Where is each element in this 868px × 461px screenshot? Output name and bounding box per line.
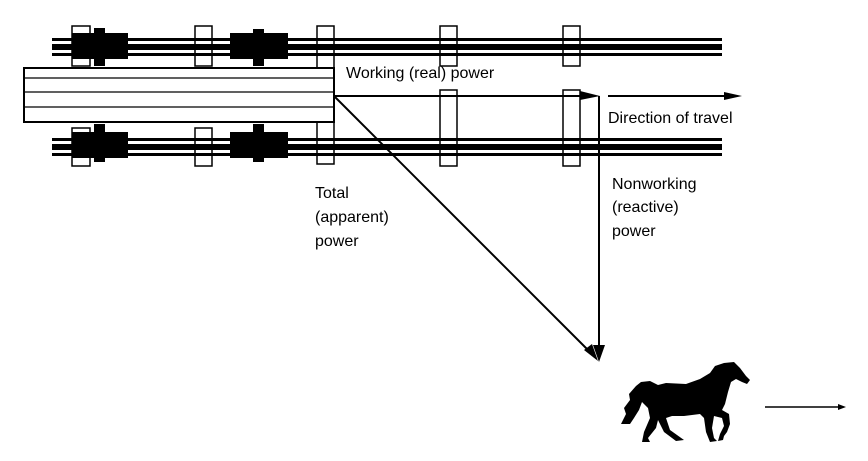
- nonworking-power-label-line3: power: [612, 223, 656, 240]
- total-power-label-line2: (apparent): [315, 209, 389, 226]
- wheel-bottom-right: [230, 124, 288, 162]
- direction-arrow: [608, 92, 742, 100]
- nonworking-power-label-line2: (reactive): [612, 199, 679, 216]
- wheel-top-left: [72, 28, 128, 66]
- horse-direction-arrow: [765, 404, 846, 410]
- working-power-vector: [334, 91, 600, 100]
- total-power-label-line1: Total: [315, 185, 349, 202]
- nonworking-power-label-line1: Nonworking: [612, 176, 696, 193]
- wheel-sets: [72, 28, 288, 162]
- direction-label: Direction of travel: [608, 110, 733, 127]
- total-power-label-line3: power: [315, 233, 359, 250]
- nonworking-power-vector: [593, 96, 605, 362]
- rail-car: [23, 67, 335, 123]
- total-power-vector: [333, 95, 598, 361]
- working-power-label: Working (real) power: [346, 65, 495, 82]
- horse-silhouette-icon: [621, 362, 750, 442]
- wheel-top-right: [230, 29, 288, 66]
- wheel-bottom-left: [72, 124, 128, 162]
